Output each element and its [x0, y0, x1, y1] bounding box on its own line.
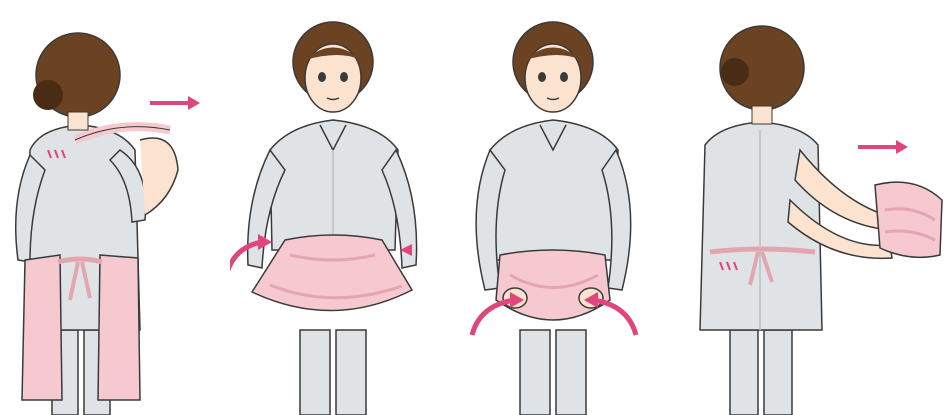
uniform-torso — [490, 120, 618, 260]
eye-right — [560, 72, 568, 82]
uniform-torso — [270, 120, 398, 250]
step-1-panel — [0, 0, 230, 415]
step-4-panel — [690, 0, 946, 415]
step-2-illustration — [230, 0, 460, 415]
leg-left — [520, 330, 550, 415]
apron-left-panel — [22, 255, 62, 400]
step-3-panel — [460, 0, 690, 415]
arrow-right-icon — [188, 96, 200, 110]
eye-left — [538, 72, 546, 82]
hair-bun — [721, 58, 749, 86]
neck — [68, 112, 88, 130]
step-4-illustration — [690, 0, 946, 415]
forearm-right — [140, 138, 178, 215]
eye-right — [340, 72, 348, 82]
hair-bun — [33, 80, 63, 110]
leg-right — [764, 330, 792, 415]
step-2-panel — [230, 0, 460, 415]
neck — [752, 106, 772, 124]
step-1-illustration — [0, 0, 230, 415]
leg-right — [336, 330, 366, 415]
leg-left — [730, 330, 758, 415]
leg-right — [556, 330, 586, 415]
leg-left — [300, 330, 330, 415]
apron-right-panel — [98, 255, 140, 400]
eye-left — [318, 72, 326, 82]
step-3-illustration — [460, 0, 690, 415]
arrow-right-icon — [896, 140, 908, 154]
apron-rolled — [496, 250, 610, 320]
